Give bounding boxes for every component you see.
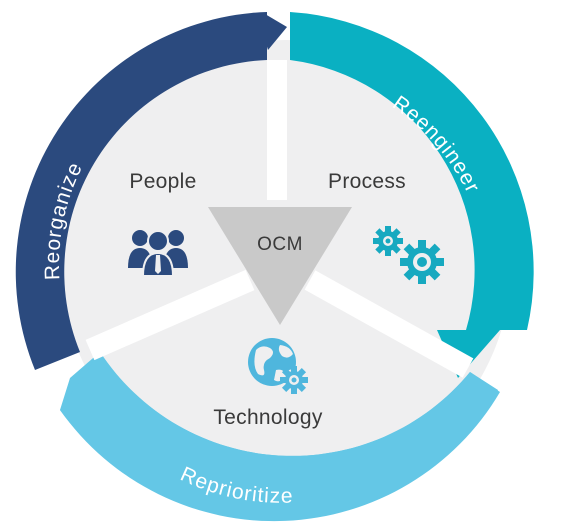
segment-label-people: People [129, 170, 196, 193]
reprioritize-arc-bottom [60, 352, 500, 522]
reorganize-arc [265, 14, 287, 50]
globe-gear-icon [248, 338, 308, 394]
gears-icon [373, 226, 444, 284]
reorganize-arc-body [15, 12, 267, 370]
separator-right [304, 270, 474, 378]
center-label: OCM [257, 234, 303, 255]
segment-label-technology: Technology [213, 406, 322, 429]
reengineer-arc [290, 12, 534, 378]
people-icon [128, 230, 188, 277]
segment-label-process: Process [328, 170, 406, 193]
center-triangle [208, 207, 352, 325]
separator-left [85, 269, 255, 361]
